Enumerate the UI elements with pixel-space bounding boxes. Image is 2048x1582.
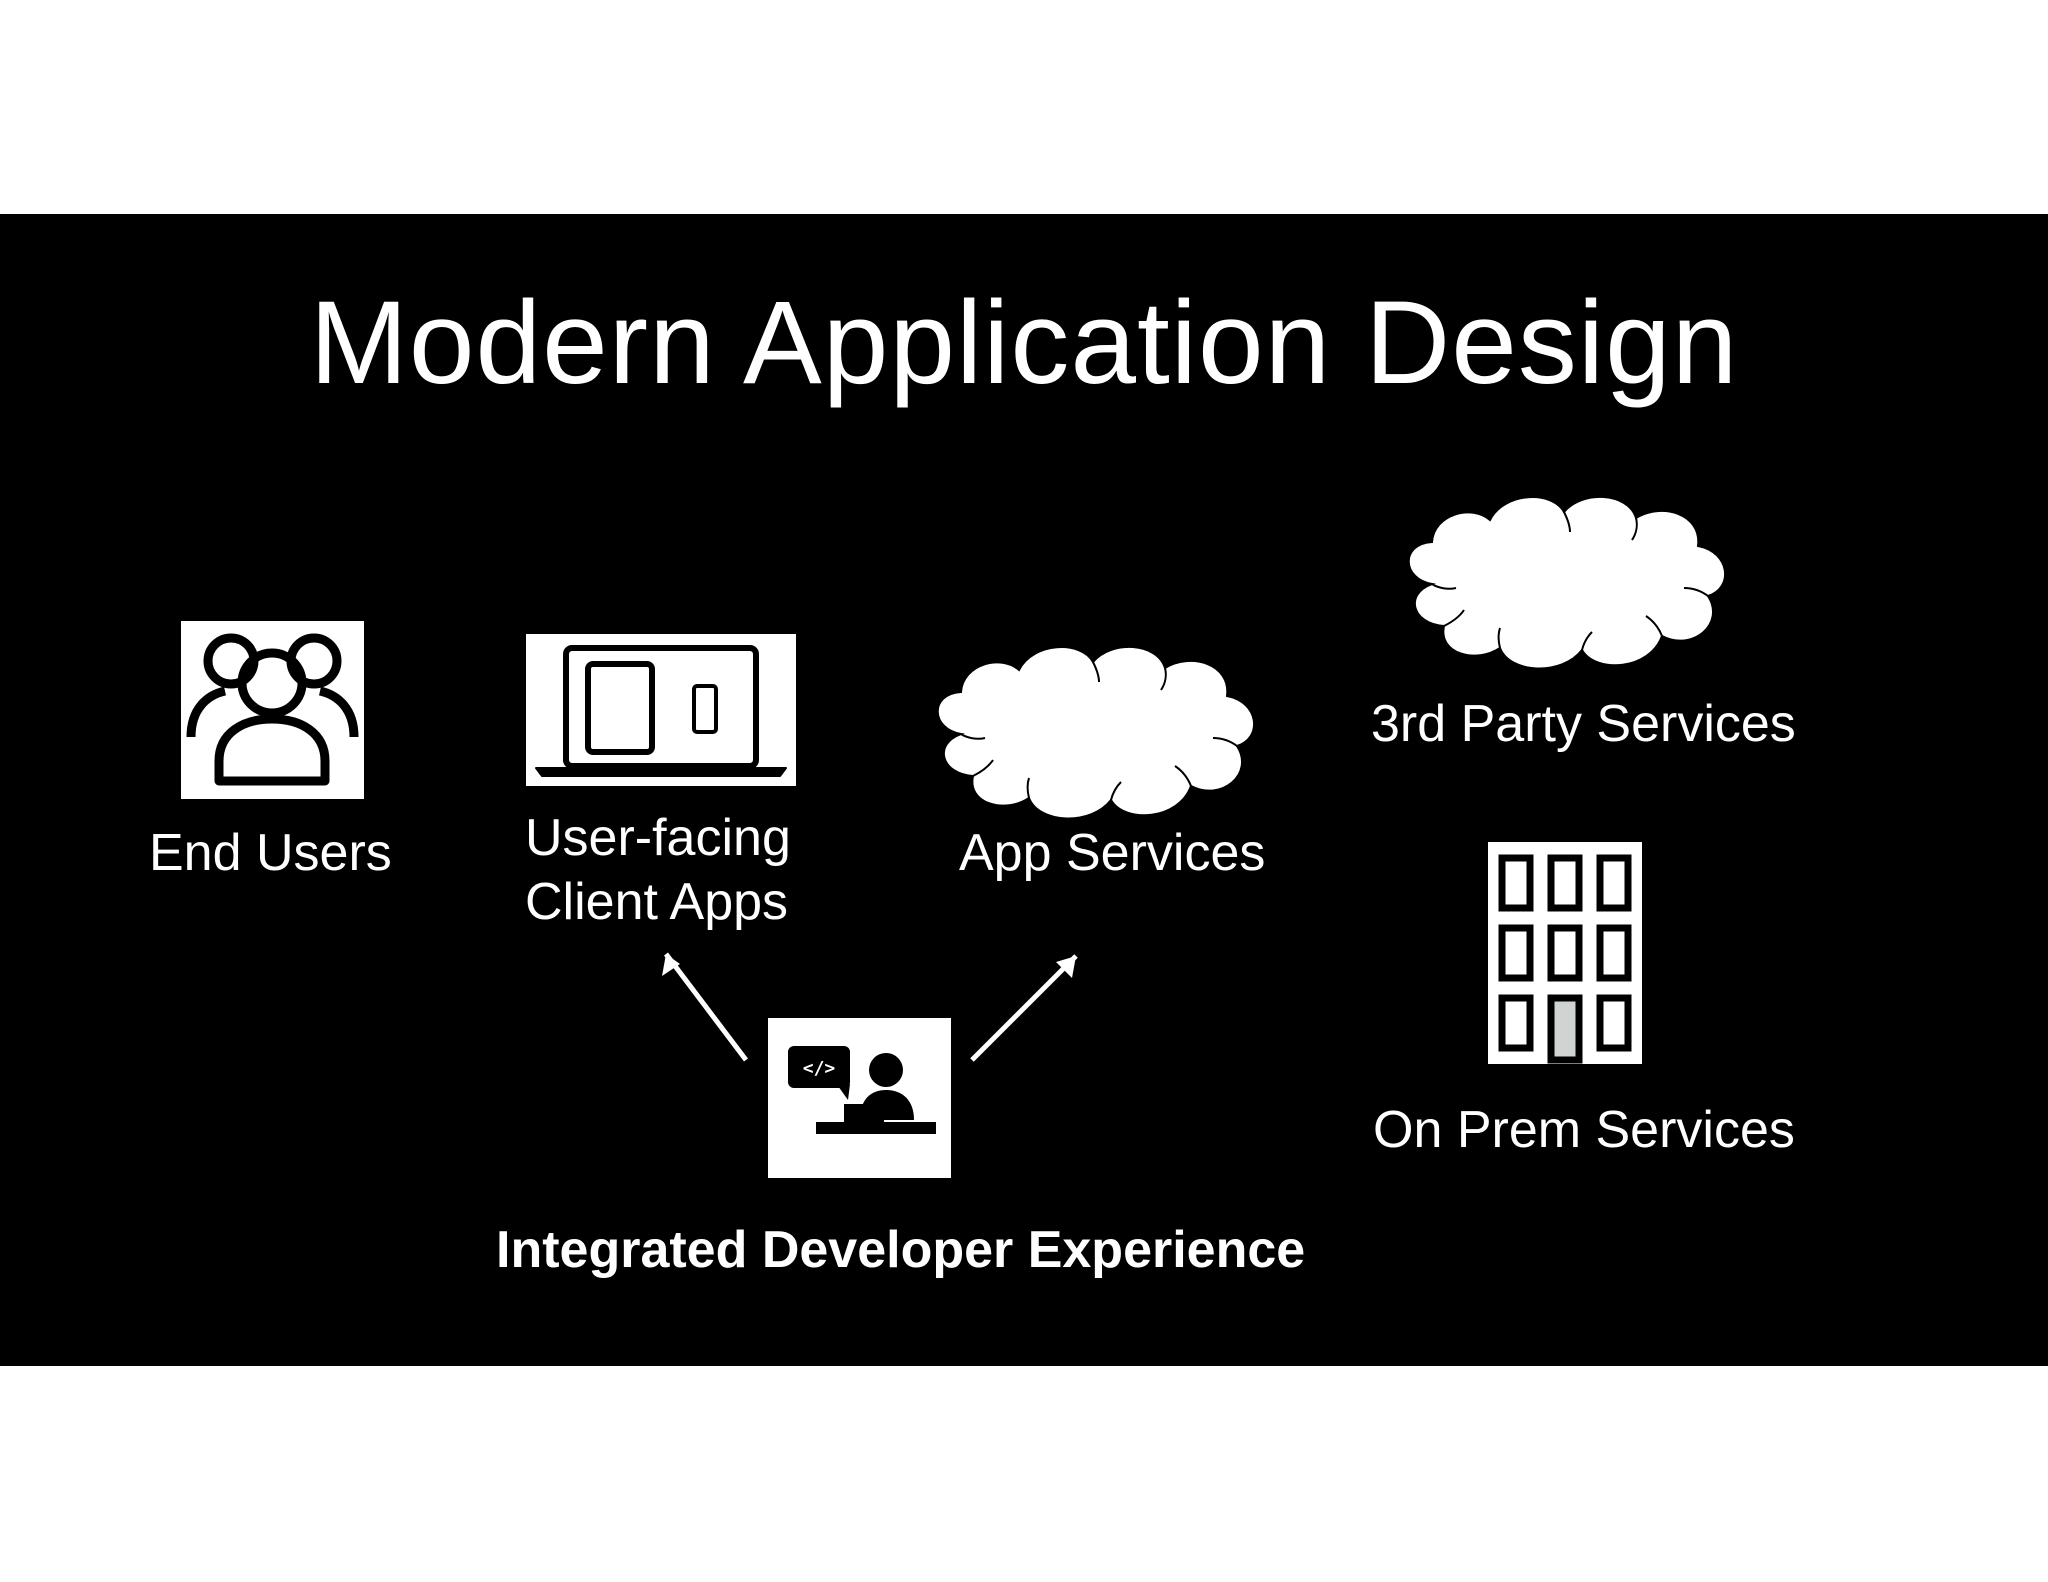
- arrowhead: [662, 954, 680, 976]
- node-label-developer: Integrated Developer Experience: [496, 1221, 1306, 1279]
- cloud-icon: [1392, 484, 1737, 684]
- diagram-slide: Modern Application Design: [0, 214, 2048, 1366]
- node-label-client-apps-line1: User-facing: [525, 809, 791, 867]
- node-label-on-prem: On Prem Services: [1373, 1101, 1795, 1159]
- node-label-end-users: End Users: [149, 824, 392, 882]
- door-shape: [1547, 994, 1583, 1064]
- edge-developer-to-app-services: [970, 954, 1078, 1062]
- cloud-icon: [921, 634, 1266, 834]
- edge-developer-to-client-apps: [664, 952, 748, 1062]
- node-label-third-party: 3rd Party Services: [1371, 695, 1796, 753]
- diagram-edges: [662, 952, 1078, 1062]
- office-building-icon: [1488, 842, 1642, 1064]
- arrowhead: [1056, 956, 1076, 978]
- svg-text:</>: </>: [803, 1058, 836, 1079]
- laptop-devices-icon: [526, 634, 796, 786]
- node-label-client-apps-line2: Client Apps: [525, 873, 789, 931]
- node-label-app-services: App Services: [959, 824, 1266, 882]
- users-group-icon: [181, 621, 364, 799]
- page-title: Modern Application Design: [309, 277, 1739, 409]
- developer-code-icon: </>: [768, 1018, 951, 1178]
